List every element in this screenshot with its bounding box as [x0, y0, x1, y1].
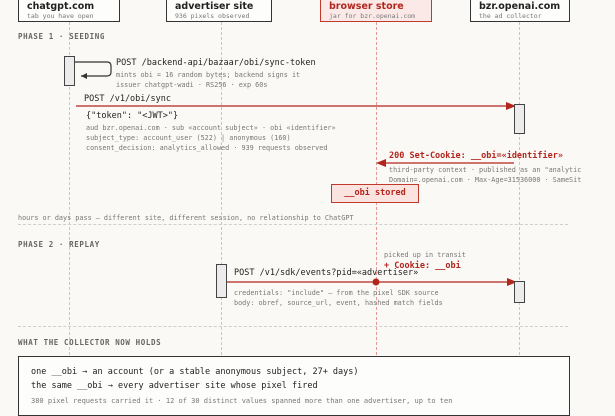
self-call-arrow: [75, 61, 112, 79]
sync-token-note: mints obi = 16 random bytes; backend sig…: [116, 71, 301, 89]
phase2-title: PHASE 2 · REPLAY: [18, 240, 100, 249]
phase1-title: PHASE 1 · SEEDING: [18, 32, 105, 41]
separator-2: [18, 326, 568, 327]
actor-chatgpt: chatgpt.com tab you have open: [18, 0, 120, 22]
actor-name: advertiser site: [175, 1, 254, 12]
lifeline-advertiser: [221, 22, 222, 410]
obi-sync-message: POST /v1/obi/sync: [84, 94, 171, 104]
arrow-sdk-events: [227, 278, 517, 286]
actor-sub: jar for bzr.openai.com: [329, 12, 416, 20]
summary-line-advertisers: the same __obi → every advertiser site w…: [31, 381, 318, 391]
actor-name: bzr.openai.com: [479, 1, 561, 12]
separator-1: [18, 224, 568, 225]
lifeline-browser-store: [376, 22, 377, 410]
sdk-events-note: credentials: "include" — from the pixel …: [234, 289, 443, 307]
arrow-obi-sync: [76, 102, 516, 110]
collector-activation-2: [514, 281, 525, 303]
transit-note: picked up in transit: [384, 251, 466, 259]
summary-stats: 380 pixel requests carried it · 12 of 30…: [31, 397, 453, 405]
arrow-set-cookie: [376, 159, 514, 167]
summary-line-account: one __obi → an account (or a stable anon…: [31, 367, 359, 377]
obi-stored-box: __obi stored: [331, 184, 419, 203]
sync-token-message: POST /backend-api/bazaar/obi/sync-token: [116, 58, 316, 68]
collector-summary-box: one __obi → an account (or a stable anon…: [18, 356, 570, 416]
cookie-attach: + Cookie: __obi: [384, 261, 461, 271]
actor-browser-store: browser store jar for bzr.openai.com: [320, 0, 432, 22]
obi-sync-note: aud bzr.openai.com · sub «account subjec…: [86, 124, 336, 152]
set-cookie-message: 200 Set-Cookie: __obi=«identifier»: [389, 151, 563, 161]
lifeline-collector: [519, 22, 520, 410]
actor-sub: the ad collector: [479, 12, 542, 20]
actor-advertiser: advertiser site 936 pixels observed: [166, 0, 272, 22]
actor-name: browser store: [329, 1, 404, 12]
collector-activation-1: [514, 104, 525, 134]
actor-name: chatgpt.com: [27, 1, 95, 12]
actor-collector: bzr.openai.com the ad collector: [470, 0, 570, 22]
lifeline-chatgpt: [69, 22, 70, 410]
time-gap-note: hours or days pass — different site, dif…: [18, 214, 354, 222]
set-cookie-note: third-party context · published as an "a…: [389, 166, 582, 184]
actor-sub: 936 pixels observed: [175, 12, 250, 20]
sdk-events-message: POST /v1/sdk/events?pid=«advertiser»: [234, 268, 419, 278]
collector-title: WHAT THE COLLECTOR NOW HOLDS: [18, 338, 162, 347]
obi-sync-payload: {"token": "<JWT>"}: [86, 111, 179, 121]
advertiser-activation: [216, 264, 227, 298]
actor-sub: tab you have open: [27, 12, 94, 20]
chatgpt-activation: [64, 56, 75, 86]
